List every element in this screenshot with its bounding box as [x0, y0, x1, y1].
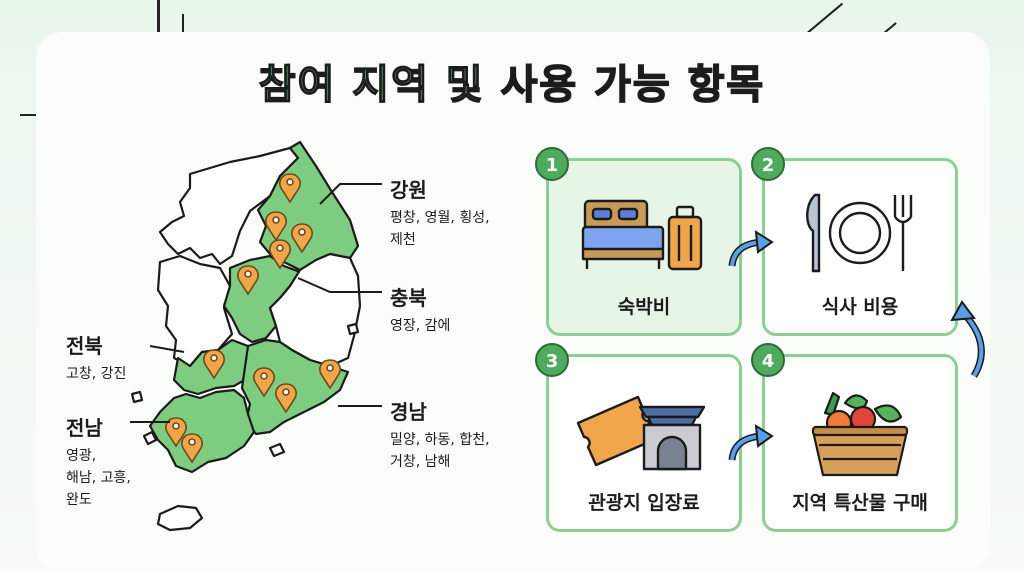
region-jeonnam: 전남 영광, 해남, 고흥, 완도: [66, 412, 131, 511]
region-name: 전북: [66, 334, 103, 358]
pin-icon: [253, 367, 275, 398]
pin-icon: [165, 417, 187, 448]
decorative-line: [804, 2, 844, 36]
pin-icon: [181, 433, 203, 464]
pin-icon: [237, 265, 259, 296]
region-jeonbuk: 전북 고창, 강진: [66, 330, 126, 385]
decorative-line: [157, 0, 160, 46]
flow-arrow-icon: [728, 424, 774, 461]
region-gangwon: 강원 평창, 영월, 횡성, 제천: [390, 174, 490, 251]
region-name: 충북: [390, 286, 427, 310]
item-card-admission: 3 관광지 입장료: [535, 343, 742, 532]
pin-icon: [275, 383, 297, 414]
region-name: 전남: [66, 416, 103, 440]
decorative-line: [182, 14, 184, 44]
region-name: 강원: [390, 178, 427, 202]
ticket-palace-icon: [576, 395, 706, 471]
vegetable-basket-icon: [811, 391, 909, 477]
item-number-badge: 2: [751, 147, 785, 181]
flow-arrow-icon: [728, 230, 774, 267]
pin-icon: [279, 173, 301, 204]
region-towns: 고창, 강진: [66, 366, 127, 382]
item-number-badge: 4: [751, 343, 785, 377]
region-towns: 평창, 영월, 횡성, 제천: [390, 210, 490, 248]
flow-arrow-icon: [950, 300, 985, 378]
title-part-2: 사용 가능 항목: [500, 61, 766, 109]
pin-icon: [269, 239, 291, 270]
item-label: 관광지 입장료: [588, 492, 700, 514]
item-number-badge: 3: [535, 343, 569, 377]
item-label: 식사 비용: [821, 296, 899, 318]
title-part-1: 참여 지역 및: [258, 61, 485, 109]
region-gyeongnam: 경남 밀양, 하동, 합천, 거창, 남해: [390, 396, 490, 473]
page-title: 참여 지역 및 사용 가능 항목: [0, 52, 1024, 110]
item-label: 숙박비: [617, 296, 671, 318]
item-label: 지역 특산물 구매: [792, 492, 928, 514]
item-number-badge: 1: [535, 147, 569, 181]
region-towns: 영장, 감에: [390, 318, 451, 334]
region-name: 경남: [390, 400, 427, 424]
item-card-meals: 2 식사 비용: [751, 147, 958, 336]
region-towns: 밀양, 하동, 합천, 거창, 남해: [390, 432, 490, 470]
pin-icon: [319, 359, 341, 390]
plate-cutlery-icon: [806, 193, 913, 273]
pin-icon: [203, 349, 225, 380]
region-chungbuk: 충북 영장, 감에: [390, 282, 450, 337]
item-card-local-goods: 4 지역 특산물 구매: [751, 343, 958, 532]
bed-luggage-icon: [581, 199, 703, 271]
korea-map: [130, 140, 382, 532]
region-towns: 영광, 해남, 고흥, 완도: [66, 448, 131, 508]
pin-icon: [291, 223, 313, 254]
item-card-accommodation: 1 숙박비: [535, 147, 742, 336]
